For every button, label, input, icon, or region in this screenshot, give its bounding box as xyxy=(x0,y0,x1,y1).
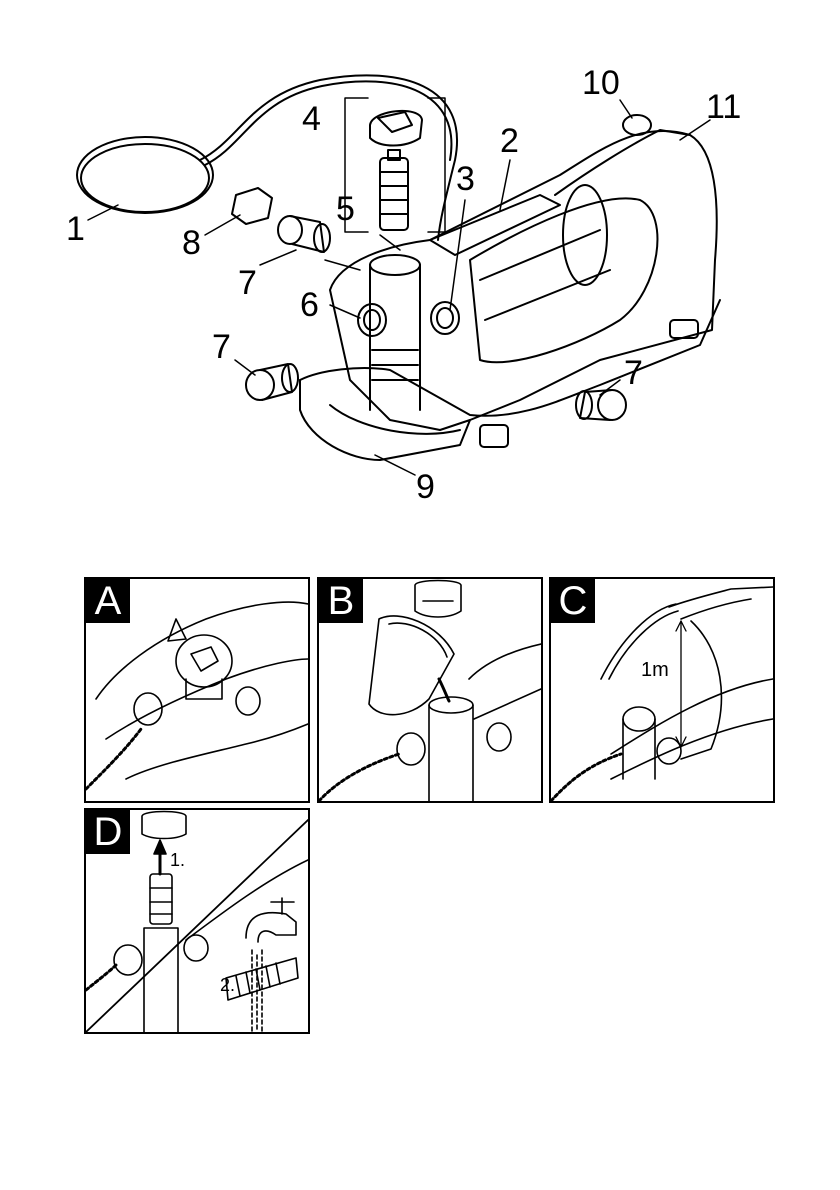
panel-d: D 1. 2. xyxy=(84,808,310,1034)
callout-7-top: 7 xyxy=(238,266,257,300)
callout-11: 11 xyxy=(706,90,741,124)
callout-4: 4 xyxy=(302,102,321,136)
height-measure-label: 1m xyxy=(641,659,669,682)
panel-a: A xyxy=(84,577,310,803)
panel-d-label: D xyxy=(86,810,130,854)
callout-5: 5 xyxy=(336,192,355,226)
callout-8: 8 xyxy=(182,226,201,260)
panel-a-label: A xyxy=(86,579,130,623)
callout-9: 9 xyxy=(416,470,435,504)
callout-3: 3 xyxy=(456,162,475,196)
panel-c: C 1m xyxy=(549,577,775,803)
callout-10: 10 xyxy=(582,66,620,100)
callout-2: 2 xyxy=(500,124,519,158)
panel-c-label: C xyxy=(551,579,595,623)
callout-1: 1 xyxy=(66,212,85,246)
pump-exploded-diagram xyxy=(0,0,840,540)
callout-6: 6 xyxy=(300,288,319,322)
panel-b: B xyxy=(317,577,543,803)
panel-b-label: B xyxy=(319,579,363,623)
step-1-label: 1. xyxy=(170,850,185,871)
callout-7-right: 7 xyxy=(624,356,643,390)
callout-7-left: 7 xyxy=(212,330,231,364)
step-2-label: 2. xyxy=(220,975,235,996)
